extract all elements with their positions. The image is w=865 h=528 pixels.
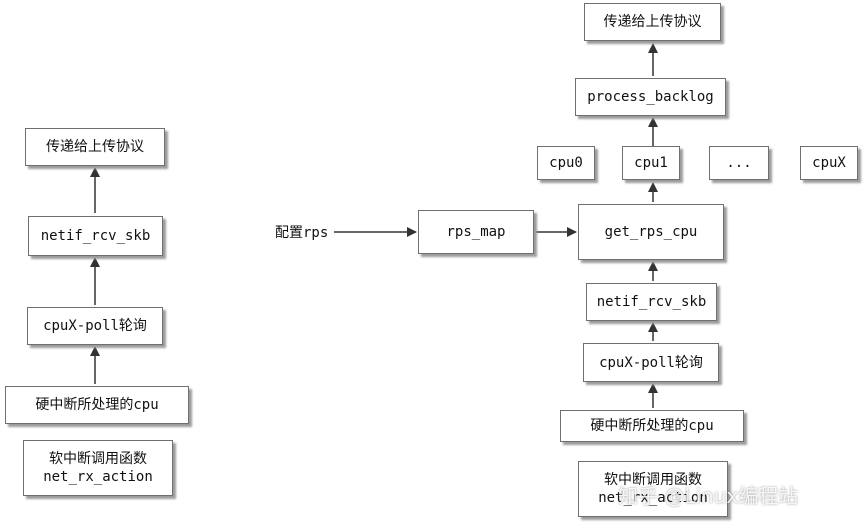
left-softirq-line2: net_rx_action	[43, 469, 153, 485]
right-hardirq-cpu-box: 硬中断所处理的cpu	[560, 410, 744, 442]
rps-map-label: rps_map	[446, 224, 506, 240]
left-netif-rcv-skb-box: netif_rcv_skb	[28, 216, 163, 256]
right-softirq-line1: 软中断调用函数	[604, 472, 702, 488]
left-cpux-poll-label: cpuX-poll轮询	[43, 318, 147, 334]
right-upper-protocol-box: 传递给上传协议	[584, 3, 721, 41]
cpu0-label: cpu0	[549, 155, 583, 171]
left-upper-protocol-box: 传递给上传协议	[25, 128, 165, 166]
cpu0-box: cpu0	[537, 146, 595, 180]
process-backlog-box: process_backlog	[575, 78, 726, 116]
left-softirq-box: 软中断调用函数 net_rx_action	[23, 440, 173, 496]
get-rps-cpu-box: get_rps_cpu	[578, 204, 724, 260]
cpu-ellipsis-label: ...	[726, 155, 752, 171]
right-netif-rcv-skb-box: netif_rcv_skb	[586, 283, 717, 321]
right-softirq-line2: net_rx_action	[598, 490, 708, 506]
left-hardirq-cpu-label: 硬中断所处理的cpu	[35, 397, 159, 413]
right-softirq-box: 软中断调用函数 net_rx_action	[578, 461, 728, 517]
left-hardirq-cpu-box: 硬中断所处理的cpu	[5, 386, 189, 424]
cpu1-label: cpu1	[634, 155, 668, 171]
right-cpux-poll-label: cpuX-poll轮询	[599, 354, 703, 371]
right-cpux-poll-box: cpuX-poll轮询	[583, 343, 719, 382]
watermark: 知乎 @Linux编程站	[618, 484, 799, 508]
left-netif-rcv-skb-label: netif_rcv_skb	[40, 228, 151, 244]
right-upper-protocol-label: 传递给上传协议	[603, 14, 702, 30]
right-netif-rcv-skb-label: netif_rcv_skb	[596, 294, 707, 310]
cpu-ellipsis-box: ...	[709, 146, 769, 180]
left-cpux-poll-box: cpuX-poll轮询	[27, 307, 163, 345]
get-rps-cpu-label: get_rps_cpu	[604, 224, 698, 240]
process-backlog-label: process_backlog	[587, 89, 714, 105]
config-rps-label: 配置rps	[275, 225, 329, 241]
left-upper-protocol-label: 传递给上传协议	[46, 139, 144, 155]
cpux-box: cpuX	[800, 146, 858, 180]
cpux-label: cpuX	[812, 155, 846, 171]
right-hardirq-cpu-label: 硬中断所处理的cpu	[590, 418, 714, 434]
left-softirq-line1: 软中断调用函数	[49, 451, 147, 467]
rps-map-box: rps_map	[418, 210, 534, 254]
cpu1-box: cpu1	[622, 146, 680, 180]
